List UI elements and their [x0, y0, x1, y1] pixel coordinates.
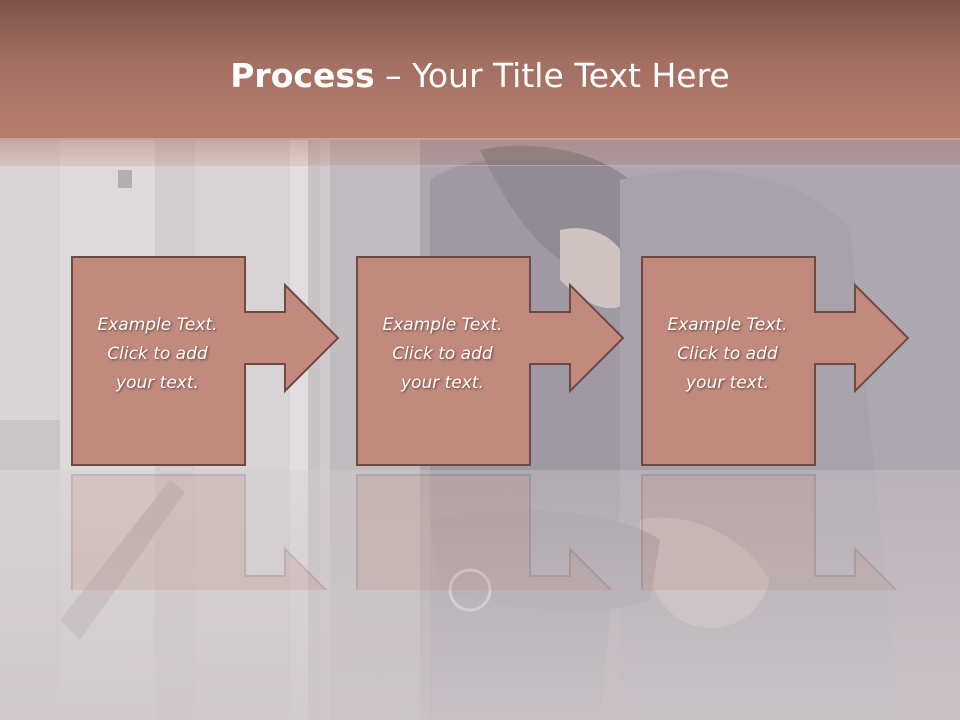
- step-2-text: Example Text. Click to add your text.: [382, 315, 503, 393]
- arrow-box-shape-2: [356, 256, 625, 466]
- title-banner: [0, 0, 960, 138]
- process-step-2-reflection: [355, 470, 635, 590]
- title-banner-strip: [0, 138, 960, 166]
- process-step-1[interactable]: Example Text. Click to add your text.: [70, 255, 350, 470]
- process-step-1-reflection: [70, 470, 350, 590]
- process-step-3[interactable]: Example Text. Click to add your text.: [640, 255, 920, 470]
- process-step-3-reflection: [640, 470, 920, 590]
- process-step-2[interactable]: Example Text. Click to add your text.: [355, 255, 635, 470]
- arrow-box-shape-1: [71, 256, 340, 466]
- step-1-text: Example Text. Click to add your text.: [97, 315, 218, 393]
- title-rest: – Your Title Text Here: [374, 56, 730, 95]
- floor-fade: [0, 470, 960, 720]
- step-3-text: Example Text. Click to add your text.: [667, 315, 788, 393]
- slide-title[interactable]: Process – Your Title Text Here: [0, 54, 960, 98]
- arrow-box-shape-3: [641, 256, 910, 466]
- title-bold: Process: [230, 56, 375, 95]
